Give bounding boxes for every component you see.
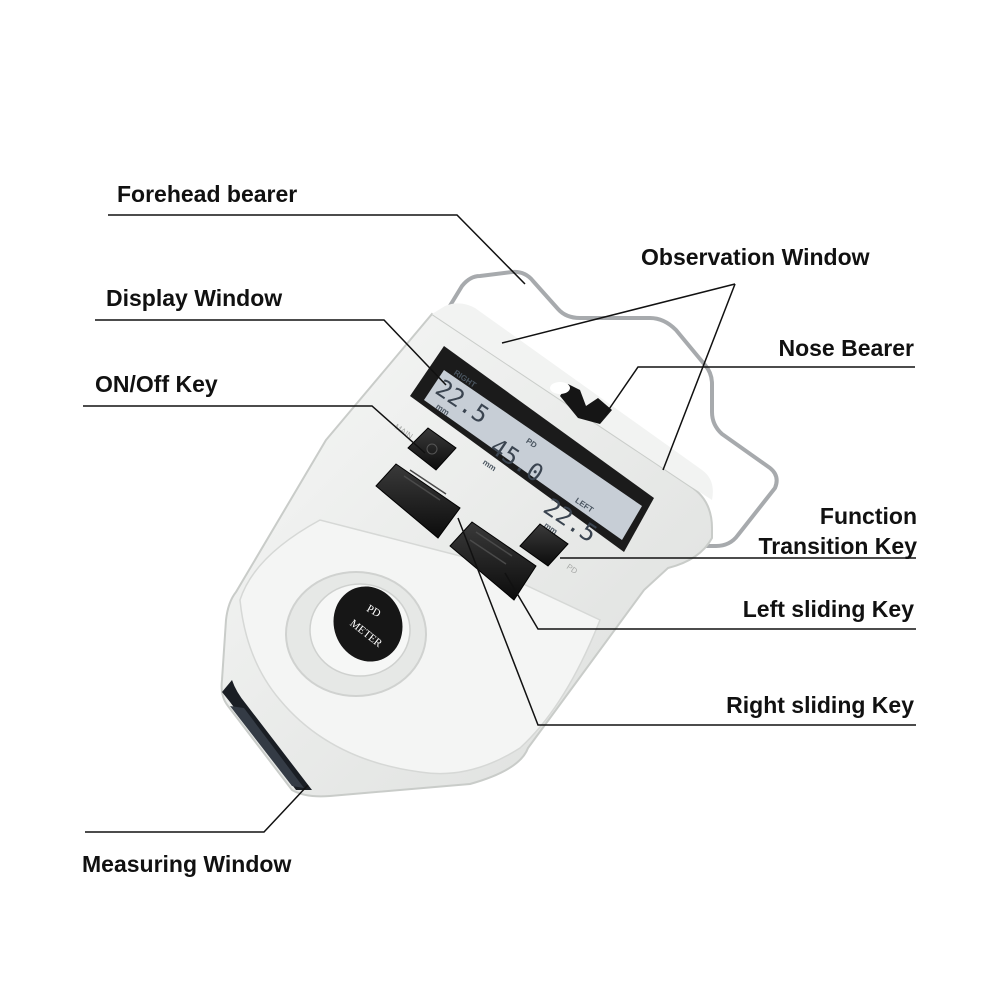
nose-bearer	[560, 384, 612, 424]
leader-observation-window-b	[662, 283, 736, 471]
left-sliding-key-ridge	[469, 531, 513, 565]
leader-observation-window-a	[501, 283, 736, 344]
pd-meter-badge	[333, 586, 403, 662]
label-function-line2: Transition Key	[759, 533, 918, 559]
right-sliding-key-ridge	[403, 469, 447, 501]
function-transition-key[interactable]	[519, 523, 569, 567]
leader-on-off-key	[83, 405, 426, 454]
measuring-window	[222, 680, 312, 790]
nose-bearer-cap	[550, 382, 570, 394]
leader-measuring-window	[85, 784, 309, 833]
label-observation-window: Observation Window	[641, 244, 870, 270]
on-off-key[interactable]	[407, 427, 457, 471]
leader-right-sliding-key	[457, 517, 916, 726]
leader-display-window	[95, 319, 447, 386]
leader-nose-bearer	[604, 366, 915, 416]
measuring-window-lens	[230, 706, 304, 788]
label-function-line1: Function	[820, 503, 917, 529]
label-right-sliding-key: Right sliding Key	[726, 692, 914, 718]
right-sliding-key[interactable]	[375, 463, 461, 539]
on-off-key-dot	[426, 443, 438, 455]
leader-lines	[83, 214, 916, 833]
label-forehead-bearer: Forehead bearer	[117, 181, 297, 207]
leader-forehead-bearer	[108, 214, 526, 285]
label-measuring-window: Measuring Window	[82, 851, 291, 877]
label-nose-bearer: Nose Bearer	[778, 335, 914, 361]
leader-left-sliding-key	[504, 572, 916, 630]
label-display-window: Display Window	[106, 285, 282, 311]
lcd-screen	[424, 370, 642, 540]
label-left-sliding-key: Left sliding Key	[743, 596, 914, 622]
label-on-off-key: ON/Off Key	[95, 371, 218, 397]
forehead-bearer-wire	[432, 269, 779, 548]
